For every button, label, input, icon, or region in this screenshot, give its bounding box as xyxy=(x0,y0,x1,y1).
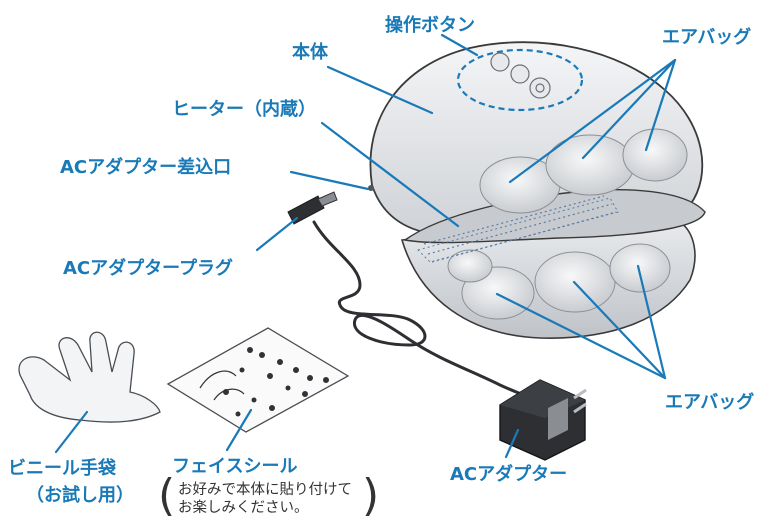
note-paren-close: ) xyxy=(362,470,380,521)
heater-dot-pattern xyxy=(417,195,619,263)
face-seal-note-line1: お好みで本体に貼り付けて xyxy=(178,482,352,498)
leader-gloves xyxy=(54,410,89,454)
operation-button-2 xyxy=(510,64,530,84)
leader-lines xyxy=(54,33,677,459)
label-airbag-lower: エアバッグ xyxy=(665,392,755,413)
leader-heater xyxy=(320,121,460,228)
airbag-pad-lower-3 xyxy=(609,243,671,293)
airbag-pad-upper-3 xyxy=(622,128,688,182)
label-operation-buttons: 操作ボタン xyxy=(385,15,475,36)
airbag-pad-lower-4 xyxy=(447,249,493,283)
face-seal-sheet-illustration xyxy=(166,327,350,433)
leader-ac-plug xyxy=(255,216,299,252)
leader-airbag-lower-1 xyxy=(495,292,667,380)
label-ac-adapter: ACアダプター xyxy=(450,464,568,485)
label-airbag-upper: エアバッグ xyxy=(662,27,752,48)
note-paren-open: ( xyxy=(158,470,176,521)
button-area-outline xyxy=(456,48,584,112)
face-seal-note-line2: お楽しみください。 xyxy=(178,500,309,516)
ac-adapter-cord xyxy=(312,220,532,400)
leader-operation-buttons xyxy=(440,33,479,57)
leader-main-body xyxy=(326,65,434,115)
label-face-seal: フェイスシール xyxy=(172,456,298,477)
label-ac-adapter-jack: ACアダプター差込口 xyxy=(60,157,232,178)
label-vinyl-gloves: ビニール手袋 xyxy=(8,458,116,479)
airbag-pad-upper-2 xyxy=(545,134,635,196)
leader-airbag-upper-3 xyxy=(644,58,677,152)
ac-adapter-jack-port xyxy=(368,185,374,191)
operation-button-power xyxy=(529,77,551,99)
leader-airbag-lower-3 xyxy=(636,264,667,380)
leader-airbag-lower-2 xyxy=(572,280,667,380)
leader-ac-jack xyxy=(289,170,370,191)
leader-airbag-upper-2 xyxy=(581,58,677,160)
operation-button-1 xyxy=(490,52,510,72)
device-top-shell xyxy=(368,41,706,263)
label-heater: ヒーター（内蔵） xyxy=(172,99,316,120)
label-main-body: 本体 xyxy=(292,42,328,63)
ac-adapter-illustration xyxy=(499,379,587,461)
device-lower-shell xyxy=(400,221,696,339)
leader-face-seal xyxy=(225,408,253,452)
label-ac-adapter-plug: ACアダプタープラグ xyxy=(63,258,234,279)
vinyl-glove-illustration xyxy=(18,331,161,423)
leader-ac-adapter xyxy=(504,428,520,459)
leader-airbag-upper-1 xyxy=(508,58,677,184)
label-vinyl-gloves-sub: （お試し用） xyxy=(26,485,134,506)
